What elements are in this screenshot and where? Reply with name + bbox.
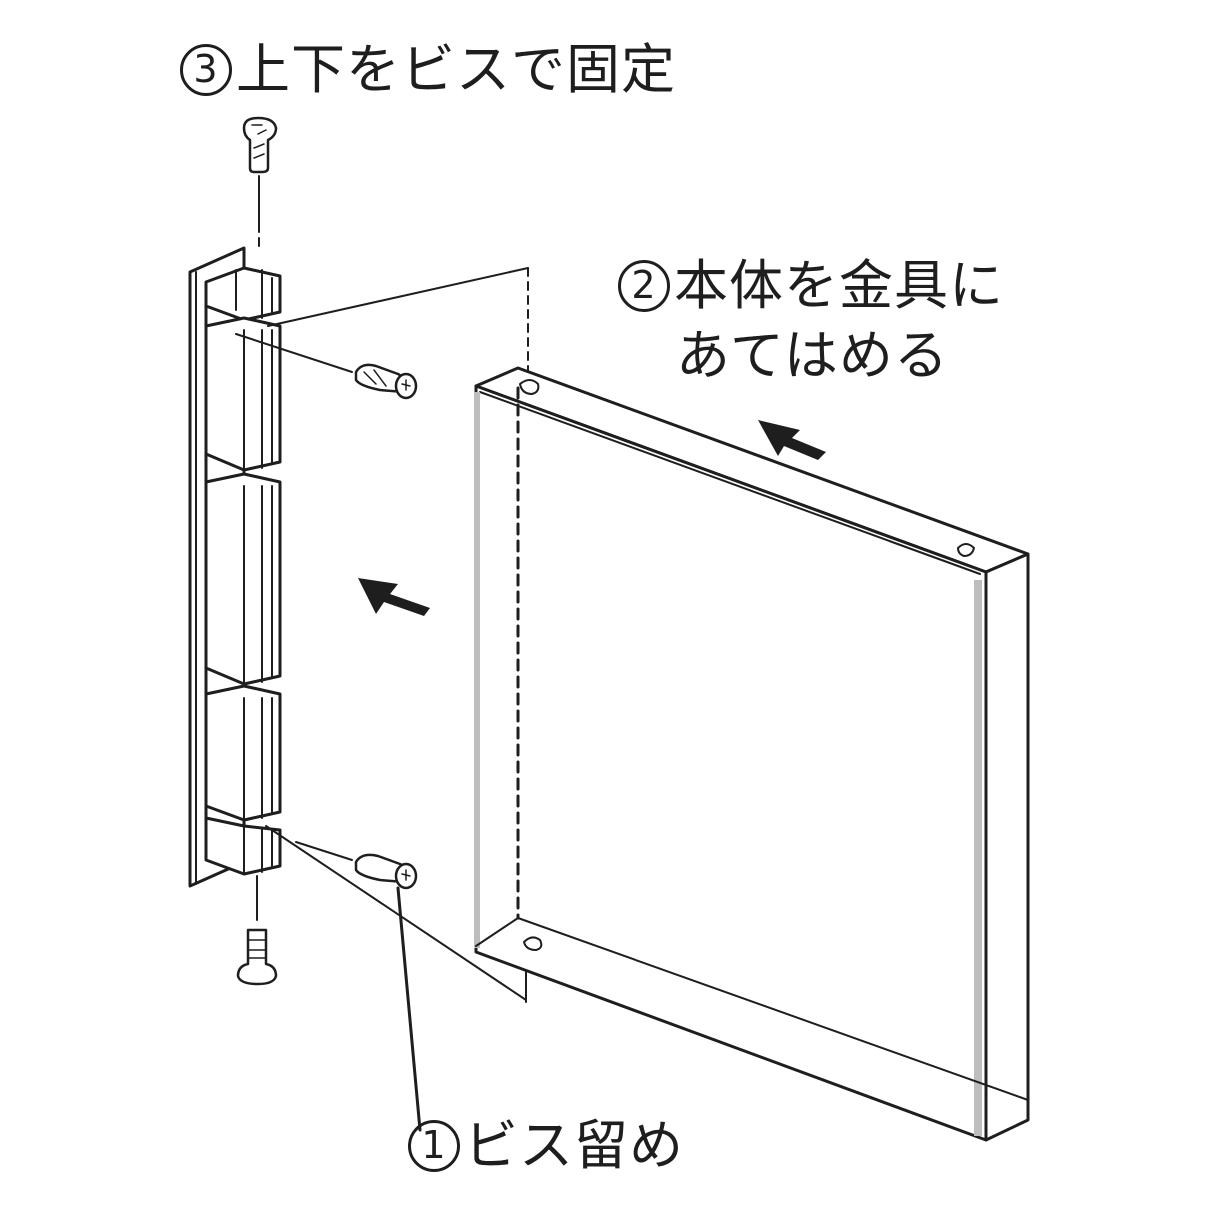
- bottom-screw-icon: [236, 875, 278, 986]
- panel-icon: [474, 366, 1030, 1142]
- bracket-push-arrow-icon: [358, 578, 430, 616]
- step3-number-badge: 3: [180, 43, 232, 96]
- upper-anchor-screw-icon: [235, 333, 418, 400]
- step2-label-line2: あてはめる: [676, 324, 949, 387]
- step2-number-badge: 2: [618, 259, 670, 312]
- step1-number-badge: 1: [408, 1119, 460, 1172]
- guide-lines: [265, 267, 529, 1132]
- bracket-icon: [188, 246, 282, 888]
- lower-anchor-screw-icon: [295, 841, 418, 890]
- panel-push-arrow-icon: [758, 420, 826, 460]
- top-screw-icon: [242, 116, 278, 247]
